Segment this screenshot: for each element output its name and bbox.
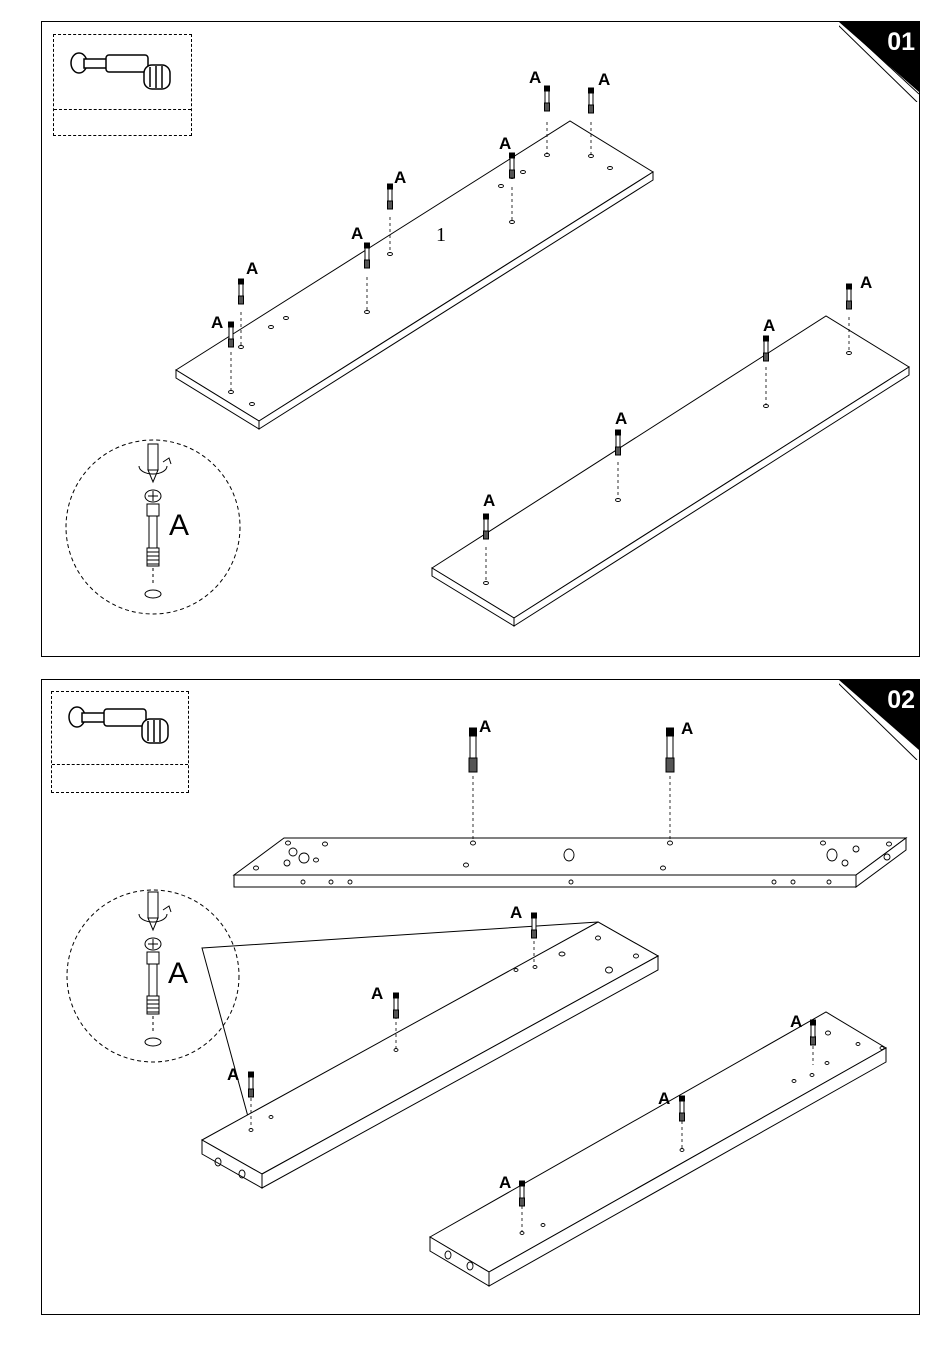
part-label-a: A [479,718,491,735]
step-number: 01 [887,28,915,57]
part-label-a: A [615,410,627,427]
part-label-a: A [499,135,511,152]
part-label-a: A [227,1066,239,1083]
step-02-panel: 02 A A A A A A A A A [41,679,920,1315]
part-number: 1 [436,225,446,245]
part-label-a: A [351,225,363,242]
part-label-a: A [681,720,693,737]
part-label-a: A [499,1174,511,1191]
part-label-a: A [790,1013,802,1030]
part-label-a: A [598,71,610,88]
detail-label-a: A [168,959,188,989]
part-label-a: A [510,904,522,921]
hardware-box [51,691,189,793]
detail-label-a: A [169,511,189,541]
part-label-a: A [211,314,223,331]
part-label-a: A [394,169,406,186]
part-label-a: A [658,1090,670,1107]
part-label-a: A [763,317,775,334]
part-label-a: A [483,492,495,509]
part-label-a: A [860,274,872,291]
step-number: 02 [887,686,915,715]
cam-bolt-icon [54,35,191,109]
hardware-box [53,34,192,136]
part-label-a: A [246,260,258,277]
step-01-panel: 01 A A A A A A A A A A A A 1 [41,21,920,657]
part-label-a: A [371,985,383,1002]
part-label-a: A [529,69,541,86]
cam-bolt-icon [52,692,188,766]
